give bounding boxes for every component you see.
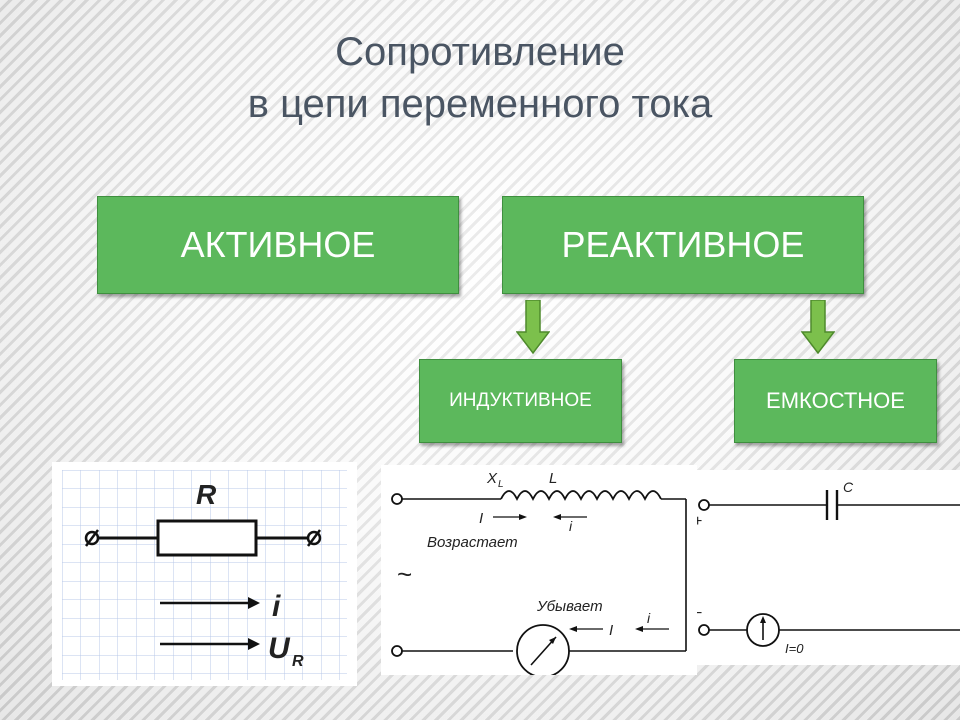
current-small-label-2: i <box>647 610 651 626</box>
resistor-symbol <box>156 519 258 557</box>
title-line-2: в цепи переменного тока <box>247 82 713 126</box>
inductor-diagram-panel: X L L I i Возрастает ~ Убывает I i <box>381 465 697 678</box>
title-line-1: Сопротивление <box>335 30 625 74</box>
inductor-diagram: X L L I i Возрастает ~ Убывает I i <box>391 470 687 678</box>
increasing-label: Возрастает <box>427 534 518 551</box>
capacitor-diagram-panel: C + − I=0 <box>693 470 960 665</box>
reactive-label: РЕАКТИВНОЕ <box>561 224 805 265</box>
minus-terminal-label: − <box>697 605 702 622</box>
resistor-diagram: R i U R <box>62 470 347 680</box>
decreasing-label: Убывает <box>536 598 603 615</box>
reactive-box: РЕАКТИВНОЕ <box>502 196 864 294</box>
active-box: АКТИВНОЕ <box>97 196 459 294</box>
voltage-sub-label: R <box>292 653 304 670</box>
inductor-coil <box>500 490 662 502</box>
ac-source-symbol: ~ <box>397 559 412 589</box>
resistor-diagram-panel: R i U R <box>52 462 357 686</box>
page-title: Сопротивление в цепи переменного тока <box>0 26 960 130</box>
xl-sub-label: L <box>498 479 504 490</box>
inductive-box: ИНДУКТИВНОЕ <box>419 359 622 443</box>
current-big-label: I <box>479 510 483 527</box>
inductive-label: ИНДУКТИВНОЕ <box>449 390 592 411</box>
current-big-label-2: I <box>609 622 613 639</box>
current-i-label: i <box>272 590 281 623</box>
plus-terminal-label: + <box>697 513 702 530</box>
ammeter-icon <box>516 624 570 678</box>
xl-label: X <box>486 470 498 487</box>
voltage-u-label: U <box>268 632 291 665</box>
zero-current-label: I=0 <box>785 641 804 656</box>
arrow-down-icon-capacitive <box>801 300 835 354</box>
capacitor-c-label: C <box>843 479 854 495</box>
resistor-r-label: R <box>196 479 217 510</box>
capacitor-diagram: C + − I=0 <box>693 479 960 656</box>
active-label: АКТИВНОЕ <box>180 224 376 265</box>
l-label: L <box>549 470 557 487</box>
arrow-down-icon-inductive <box>516 300 550 354</box>
capacitive-box: ЕМКОСТНОЕ <box>734 359 937 443</box>
capacitive-label: ЕМКОСТНОЕ <box>766 388 905 413</box>
current-small-label: i <box>569 518 573 534</box>
